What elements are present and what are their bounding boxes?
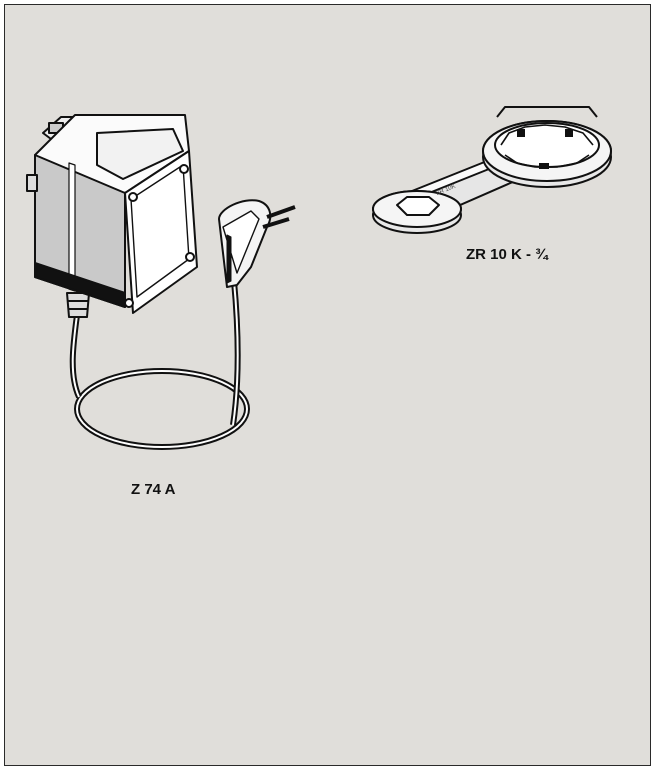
actuator-base-band	[34, 262, 126, 308]
wrench-hex-opening	[396, 196, 440, 216]
valve-actuator-with-plug-icon	[26, 114, 296, 450]
actuator-side-clip	[26, 174, 38, 192]
screw-icon	[124, 298, 134, 308]
ring-wrench-icon: ZR 10K	[372, 106, 612, 234]
screw-icon	[179, 164, 189, 174]
illustration-panel: ZR 10K Z 74 A ZR 10 K - ¾	[4, 4, 651, 766]
cable-coil-inner	[76, 370, 248, 448]
illustration-canvas: ZR 10K	[26, 106, 612, 450]
actuator-label: Z 74 A	[131, 481, 176, 498]
screw-icon	[128, 192, 138, 202]
plug-pin	[262, 217, 290, 229]
screw-icon	[185, 252, 195, 262]
wrench-label: ZR 10 K - ¾	[466, 246, 548, 263]
plug-pin	[266, 205, 296, 219]
cable-gland	[66, 292, 90, 318]
